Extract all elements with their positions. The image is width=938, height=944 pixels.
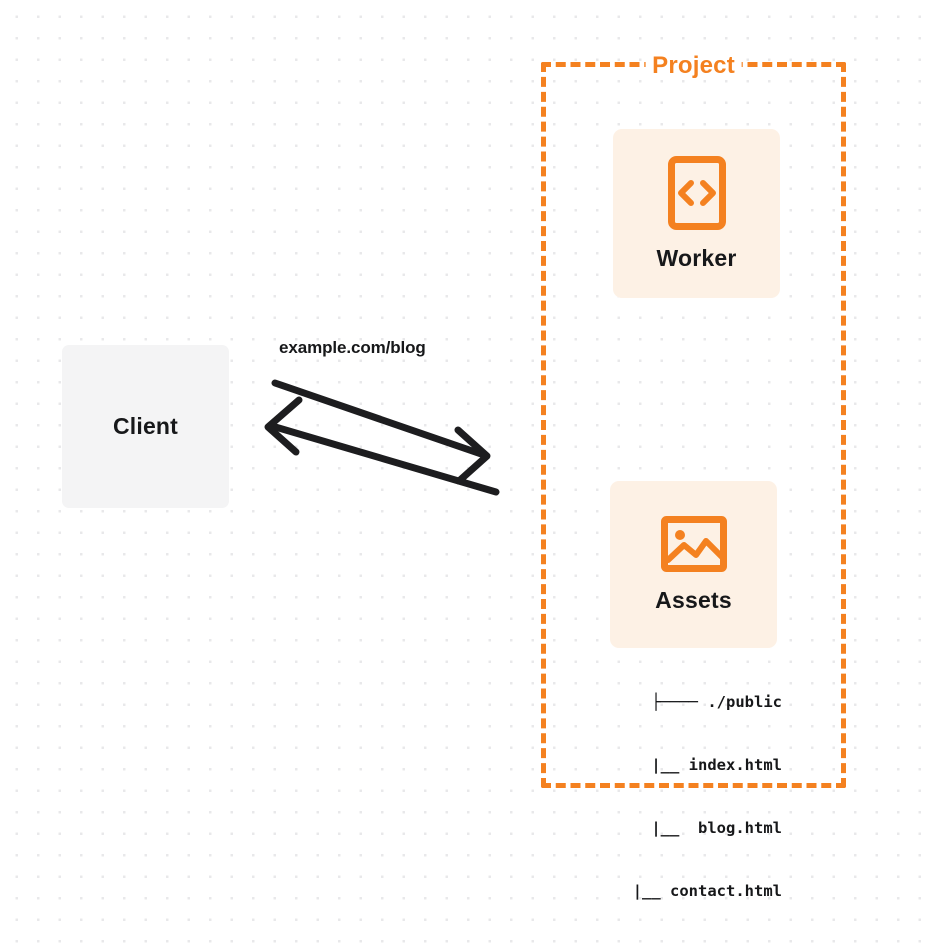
file-tree-line-index: |__ index.html xyxy=(604,756,782,774)
arrow-left-icon xyxy=(264,396,500,496)
worker-node[interactable]: Worker xyxy=(613,129,780,298)
file-tree-line-contact: |__ contact.html xyxy=(632,882,782,900)
worker-label: Worker xyxy=(656,245,737,271)
file-tree-line-root: ├──── ./public xyxy=(651,693,782,711)
arrow-right-icon xyxy=(271,379,491,485)
assets-file-tree: ├──── ./public |__ index.html |__ blog.h… xyxy=(588,650,782,944)
client-label: Client xyxy=(112,413,179,439)
image-picture-icon xyxy=(660,516,727,572)
assets-label: Assets xyxy=(655,587,732,613)
file-tree-line-blog: |__ blog.html xyxy=(604,819,782,837)
diagram-canvas: Client example.com/blog Project Worker xyxy=(62,51,846,900)
code-brackets-icon xyxy=(667,156,726,230)
request-url-label: example.com/blog xyxy=(279,338,426,357)
project-title: Project xyxy=(645,51,742,80)
client-node[interactable]: Client xyxy=(62,345,229,508)
assets-node[interactable]: Assets xyxy=(610,481,777,648)
project-container: Project xyxy=(541,51,846,788)
